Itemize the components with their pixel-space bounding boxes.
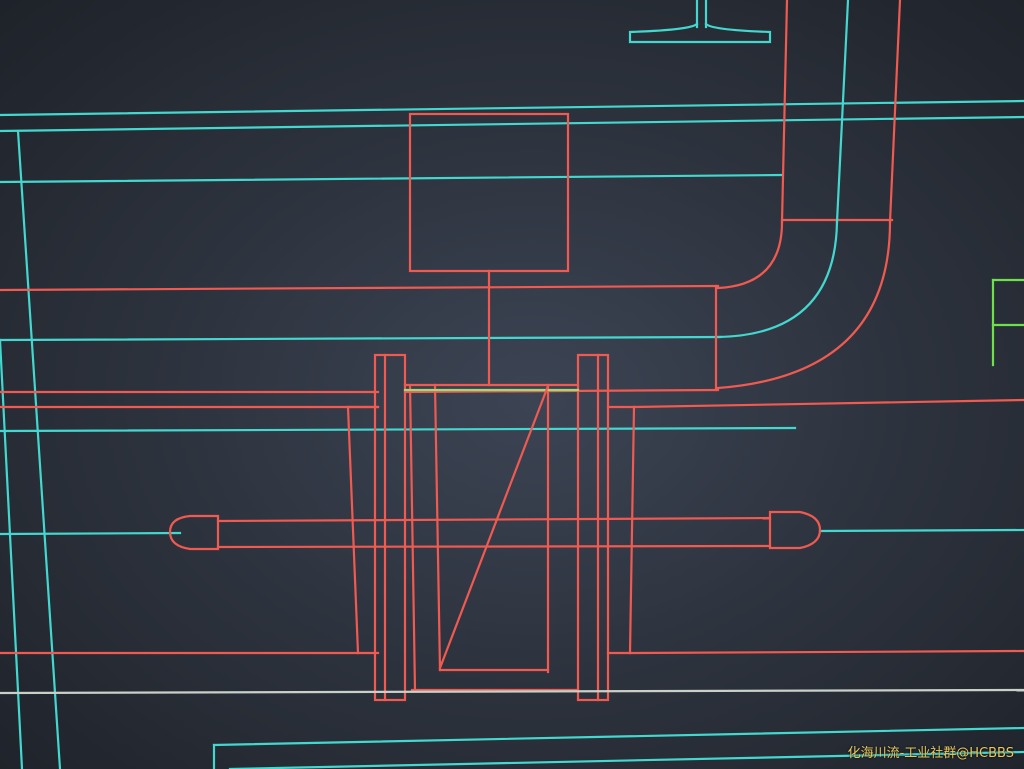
cyan-lines [0,99,1024,769]
watermark-text: 化海川流-工业社群@HCBBS [847,746,1014,761]
valve-assembly [346,353,636,702]
red-lines [0,284,1024,655]
white-line [0,688,1024,695]
green-mark [991,278,1024,367]
instrument-box [408,112,570,387]
stem-rod [168,510,822,551]
pipe-elbow [716,0,902,390]
i-beam-section [628,0,772,44]
